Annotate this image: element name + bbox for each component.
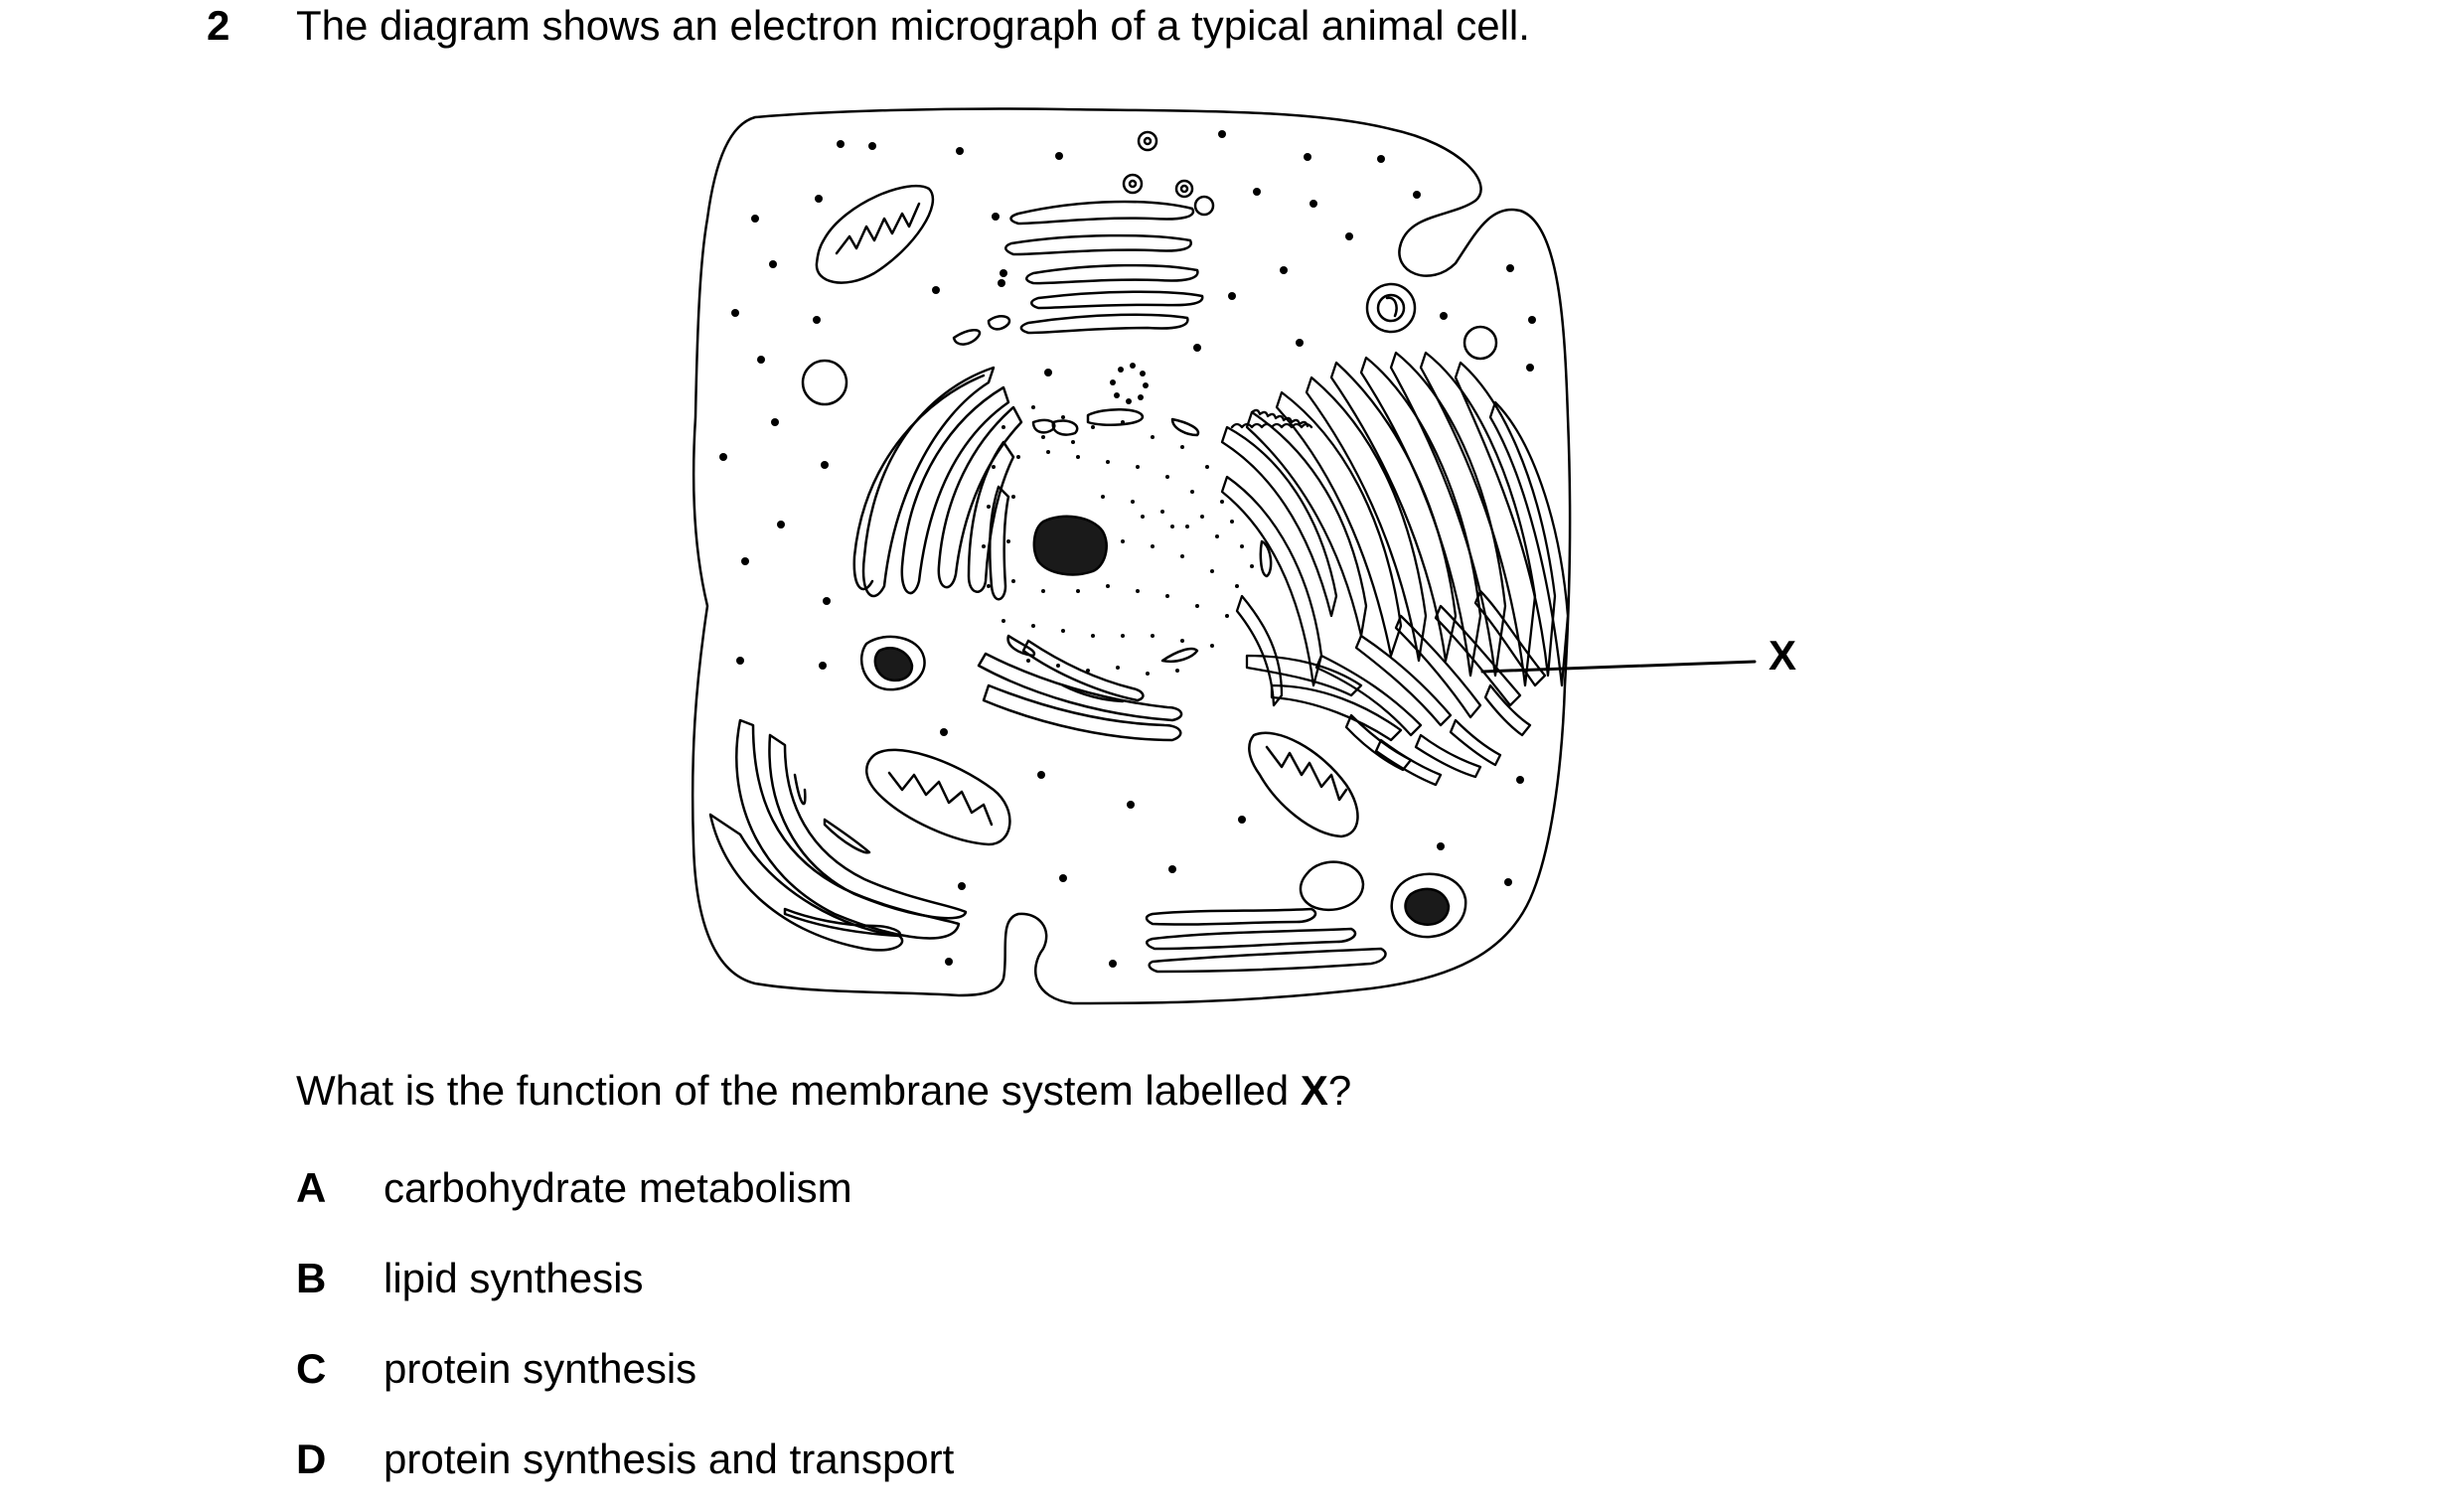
er-lower-left [708,718,968,952]
mitochondrion [1248,731,1359,838]
rough-er [1220,351,1570,787]
nucleus [982,405,1254,676]
cell-membrane [691,107,1572,1005]
nucleolus [1032,515,1108,576]
smooth-er-lower [977,639,1183,742]
option-letter: C [296,1345,327,1392]
label-x: X [1769,632,1797,679]
golgi-apparatus [952,200,1204,346]
option-text: lipid synthesis [384,1255,644,1301]
question-number: 2 [207,2,231,49]
question-stem: The diagram shows an electron micrograph… [296,2,1530,49]
option-letter: D [296,1436,327,1482]
question-prompt: What is the function of the membrane sys… [296,1067,1351,1115]
label-line-x [1480,660,1757,674]
er-lower-right [1145,907,1387,974]
mitochondrion [865,748,1011,846]
question-prompt-label: X [1300,1067,1328,1114]
mitochondrion [815,184,935,284]
smooth-er-left [852,366,1023,601]
question-prompt-text: What is the function of the membrane sys… [296,1067,1301,1114]
centriole-dots [1110,363,1149,404]
option-text: carbohydrate metabolism [384,1164,852,1211]
option-text: protein synthesis and transport [384,1436,955,1482]
ribosomes [719,130,1536,968]
option-letter: A [296,1164,327,1211]
option-letter: B [296,1255,327,1301]
option-text: protein synthesis [384,1345,697,1392]
question-prompt-end: ? [1327,1067,1352,1114]
